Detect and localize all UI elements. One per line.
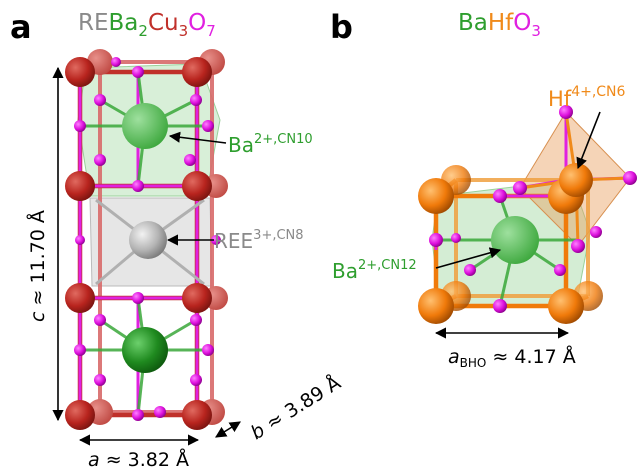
b-dimension-label: b ≈ 3.89 Å [246,371,344,444]
hf-atom [418,178,454,214]
c-dimension-label: c ≈ 11.70 Å [26,210,49,322]
panel-b-letter: b [330,8,353,46]
b-dimension-arrow [215,421,241,438]
panel-a-structure [65,49,228,430]
cu-atom [65,400,95,430]
cu-atom [65,283,95,313]
ba-label-a: Ba2+,CN10 [228,132,313,157]
panel-b-structure [418,105,637,324]
ba-atom-bottom [122,327,168,373]
cu-atom [182,283,212,313]
a-dimension-label: a ≈ 3.82 Å [88,448,189,468]
cu-atom [182,171,212,201]
hf-atom [548,288,584,324]
hf-atom-center [559,163,593,197]
o-atoms-b [429,105,637,313]
ba-label-b: Ba2+,CN12 [332,258,417,283]
o-atoms-a [74,57,221,421]
ree-label: REE3+,CN8 [214,228,304,253]
panel-b-formula: BaHfO3 [458,10,541,40]
cu-atom [65,57,95,87]
cu-atom [182,57,212,87]
hf-label-arrow [576,111,601,170]
panel-a-formula: REBa2Cu3O7 [78,10,216,40]
a-bho-dimension-label: aBHO ≈ 4.17 Å [448,345,576,370]
panel-a-letter: a [10,8,32,46]
cu-atom [65,171,95,201]
ba-label-arrow-a [168,131,227,144]
ba-label-arrow-b [435,247,502,269]
hf-label: Hf4+,CN6 [548,84,626,111]
ba-atom-top [122,103,168,149]
hf-atom [418,288,454,324]
ba-atom-b [491,216,539,264]
cu-atom [182,400,212,430]
ree-atom [129,221,167,259]
